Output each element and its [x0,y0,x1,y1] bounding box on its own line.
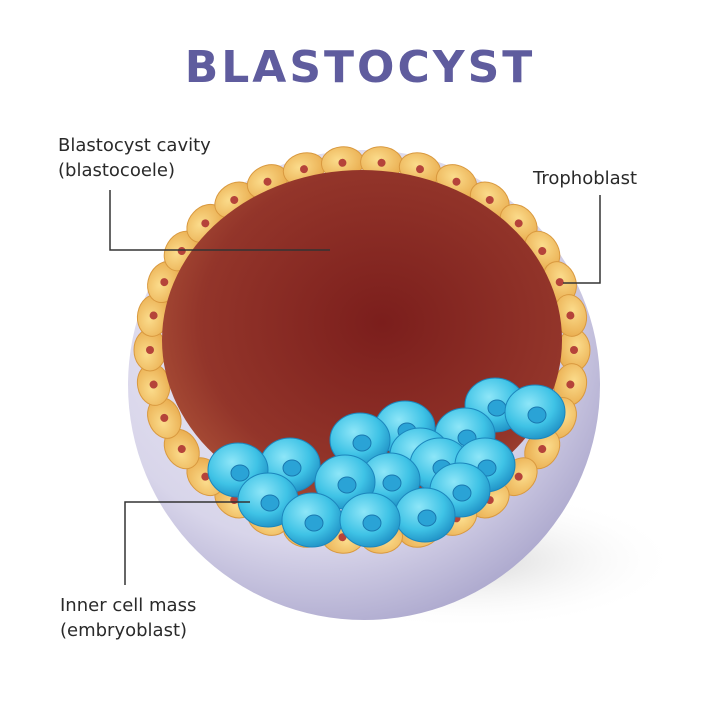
nucleus [304,514,324,532]
nucleus [160,413,169,422]
nucleus [514,472,523,481]
nucleus [177,444,186,453]
trophoblast-cell [133,328,167,372]
nucleus [417,509,437,527]
nucleus [566,311,575,320]
nucleus [263,177,272,186]
inner-cell [281,492,343,548]
nucleus [146,346,154,354]
nucleus [149,380,158,389]
cavity-label-line1: Blastocyst cavity [58,135,211,156]
nucleus [352,434,372,452]
icm-label-line1: Inner cell mass [60,595,197,616]
trophoblast-leader-line [563,195,601,284]
nucleus [201,472,210,481]
nucleus [487,399,507,417]
inner-cell-mass [207,377,566,548]
cavity-label-line2: (blastocoele) [58,160,176,181]
nucleus [338,533,347,542]
nucleus [566,380,575,389]
icm-leader-line [124,501,250,585]
nucleus [527,406,547,424]
nucleus [416,165,425,174]
cavity-label: Blastocyst cavity (blastocoele) [58,133,211,183]
nucleus [452,484,472,502]
nucleus [514,219,523,228]
nucleus [538,247,547,256]
icm-label-line2: (embryoblast) [60,620,188,641]
nucleus [282,459,302,477]
nucleus [555,278,564,287]
nucleus [452,177,461,186]
nucleus [177,247,186,256]
nucleus [485,195,494,204]
nucleus [570,346,578,354]
diagram-title: BLASTOCYST [184,42,536,93]
icm-label: Inner cell mass (embryoblast) [60,593,196,643]
inner-cell [329,412,391,468]
inner-cell [394,487,456,543]
nucleus [338,158,347,167]
nucleus [382,474,402,492]
nucleus [337,476,357,494]
inner-cell [504,384,566,440]
trophoblast-cell [136,294,171,337]
nucleus [538,444,547,453]
inner-cell [339,492,401,548]
nucleus [362,514,382,532]
nucleus [230,195,239,204]
nucleus [160,278,169,287]
nucleus [299,165,308,174]
trophoblast-layer [133,146,591,554]
cavity-leader-line [109,190,330,251]
trophoblast-label: Trophoblast [533,168,638,189]
nucleus [230,464,250,482]
nucleus [377,158,386,167]
nucleus [260,494,280,512]
nucleus [201,219,210,228]
nucleus [149,311,158,320]
